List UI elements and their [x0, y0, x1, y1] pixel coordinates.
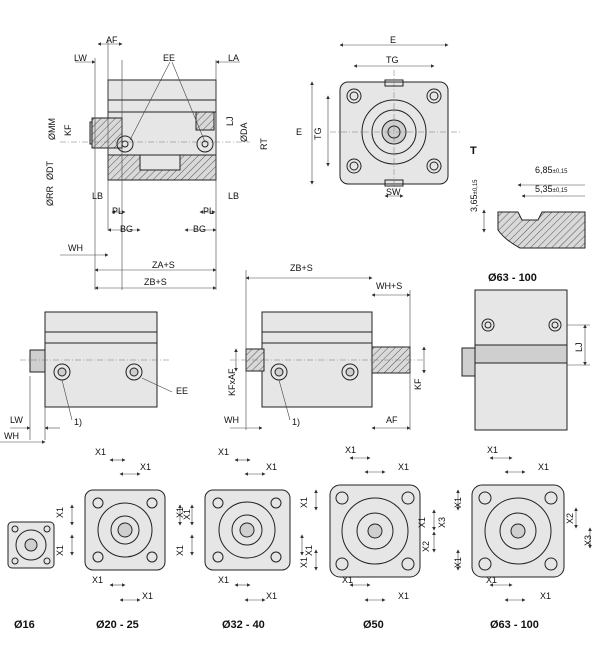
- section-view: [60, 40, 250, 290]
- dim-af: AF: [106, 35, 118, 45]
- dim-lb-left: LB: [92, 191, 104, 201]
- dim-x1: X1: [540, 591, 552, 601]
- dim-mm: ØMM: [47, 118, 57, 140]
- dim-kf: KF: [63, 124, 73, 136]
- dim-rt: RT: [259, 138, 269, 150]
- dim-x1: X1: [453, 496, 463, 508]
- dim-x1: X1: [55, 544, 65, 556]
- dim-af-side2: AF: [386, 415, 398, 425]
- end-view-16: [7, 521, 55, 569]
- side-view-3: [461, 289, 590, 431]
- dim-da: ØDA: [239, 122, 249, 142]
- dim-x1: X1: [345, 445, 357, 455]
- dim-x1: X1: [299, 556, 309, 568]
- dim-x1: X1: [55, 506, 65, 518]
- dim-kf-side2: KF: [413, 378, 423, 390]
- dim-rr: ØRR: [45, 186, 55, 206]
- dim-x1: X1: [417, 516, 427, 528]
- dim-x1: X1: [398, 462, 410, 472]
- dim-wh: WH: [68, 243, 83, 253]
- caption-20-25: Ø20 - 25: [96, 619, 139, 631]
- front-view: [310, 43, 460, 198]
- dim-x1: X1: [142, 591, 154, 601]
- end-view-20-25: [70, 458, 182, 602]
- end-view-50: [314, 456, 436, 602]
- dim-lw-side1: LW: [10, 415, 23, 425]
- caption-63-100-side: Ø63 - 100: [488, 272, 537, 284]
- dim-x3: X3: [583, 534, 593, 546]
- dim-bg-right: BG: [193, 224, 207, 234]
- dim-x1: X1: [487, 445, 499, 455]
- dim-tg-top: TG: [386, 55, 399, 65]
- dim-x1: X1: [218, 575, 230, 585]
- dim-x2: X2: [565, 512, 575, 524]
- dim-wh-side1: WH: [4, 431, 19, 441]
- dim-x1: X1: [538, 462, 550, 472]
- note-1-side2: 1): [292, 417, 301, 427]
- t-slot-depth: 3,65±0,15: [469, 179, 479, 212]
- caption-16: Ø16: [14, 619, 35, 631]
- dim-x1: X1: [342, 575, 354, 585]
- dim-e-side: E: [296, 127, 303, 137]
- dim-lj: LJ: [225, 116, 235, 126]
- dim-x1: X1: [453, 556, 463, 568]
- dim-zb-s: ZB+S: [144, 277, 167, 287]
- dim-x1: X1: [304, 544, 314, 556]
- dim-ee-side1: EE: [176, 386, 189, 396]
- side-view-1: [0, 311, 173, 444]
- dim-dt: ØDT: [45, 161, 55, 180]
- dim-bg-left: BG: [120, 224, 134, 234]
- end-view-63-100: [456, 456, 592, 602]
- dim-x2: X2: [421, 540, 431, 552]
- dim-x1: X1: [266, 591, 278, 601]
- dim-x1: X1: [92, 575, 104, 585]
- t-slot-width-inner: 5,35±0,15: [535, 184, 568, 195]
- caption-32-40: Ø32 - 40: [222, 619, 265, 631]
- dim-pl-right: PL: [203, 206, 215, 216]
- side-view-2: [230, 270, 426, 430]
- dim-x1: X1: [140, 462, 152, 472]
- dim-wh-s-side2: WH+S: [376, 281, 403, 291]
- dim-zb-s-side2: ZB+S: [290, 263, 313, 273]
- t-slot-detail: [482, 183, 586, 249]
- dim-wh-side2: WH: [224, 415, 239, 425]
- caption-63-100: Ø63 - 100: [490, 619, 539, 631]
- end-view-32-40: [190, 458, 304, 602]
- dim-x1: X1: [398, 591, 410, 601]
- dim-sw: SW: [386, 187, 401, 197]
- note-1-side1: 1): [74, 417, 83, 427]
- dim-x1: X1: [218, 447, 230, 457]
- dim-x1: X1: [486, 575, 498, 585]
- t-slot-width-outer: 6,85±0,15: [535, 165, 568, 176]
- t-slot-title: T: [470, 145, 477, 157]
- dim-x3: X3: [437, 516, 447, 528]
- dim-lb-right: LB: [228, 191, 240, 201]
- dim-x1: X1: [95, 447, 107, 457]
- dim-x1: X1: [175, 506, 185, 518]
- dim-x1: X1: [266, 462, 278, 472]
- dim-e-top: E: [390, 35, 397, 45]
- dim-lw: LW: [74, 53, 87, 63]
- dim-la: LA: [228, 53, 240, 63]
- dim-ee: EE: [163, 53, 176, 63]
- dim-lj-side3: LJ: [574, 342, 584, 352]
- dim-tg-side: TG: [313, 127, 323, 141]
- caption-50: Ø50: [363, 619, 384, 631]
- dim-za-s: ZA+S: [152, 260, 175, 270]
- dim-x1: X1: [299, 496, 309, 508]
- dim-kfxaf-side2: KFxAF: [227, 368, 237, 396]
- dim-pl-left: PL: [112, 206, 124, 216]
- dim-x1: X1: [175, 544, 185, 556]
